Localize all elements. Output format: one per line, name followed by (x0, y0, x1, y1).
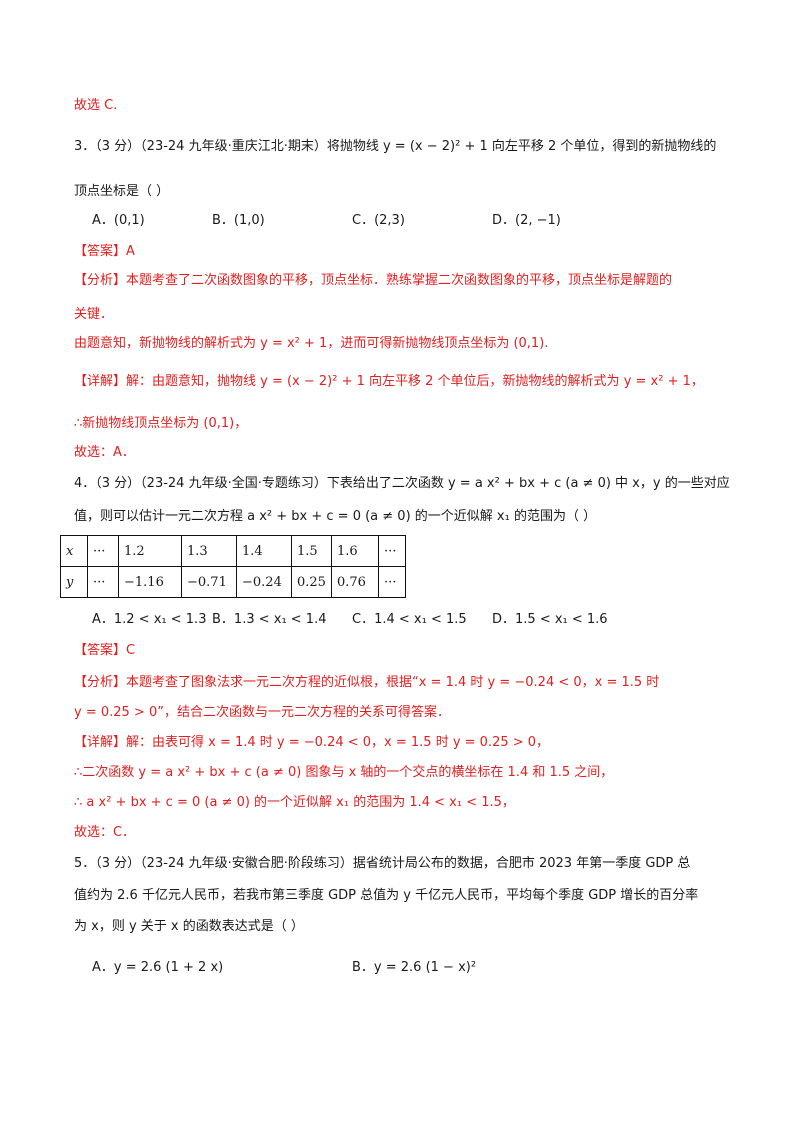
q4-detail-line2: ∴二次函数 y = a x² + bx + c (a ≠ 0) 图象与 x 轴的… (74, 765, 614, 780)
q5-option-b: B．y = 2.6 (1 − x)² (352, 960, 477, 975)
table-cell: 1.3 (181, 535, 237, 567)
q4-option-c: C．1.4 < x₁ < 1.5 (352, 612, 467, 627)
table-cell: −0.71 (181, 566, 237, 598)
table-cell: 1.6 (330, 535, 379, 567)
table-cell: 1.2 (118, 535, 182, 567)
q5-stem-line2: 值约为 2.6 千亿元人民币，若我市第三季度 GDP 总值为 y 千亿元人民币，… (74, 888, 699, 903)
q2-choice: 故选 C. (74, 98, 118, 113)
q3-stem-line2: 顶点坐标是（ ） (74, 184, 170, 199)
table-cell: ··· (377, 566, 406, 598)
q4-option-b: B．1.3 < x₁ < 1.4 (212, 612, 327, 627)
q3-choice: 故选：A． (74, 445, 135, 460)
table-row-x: x ··· 1.2 1.3 1.4 1.5 1.6 ··· (60, 535, 406, 567)
q3-analysis-line1: 【分析】本题考查了二次函数图象的平移，顶点坐标．熟练掌握二次函数图象的平移，顶点… (74, 273, 673, 288)
table-row-y: y ··· −1.16 −0.71 −0.24 0.25 0.76 ··· (60, 566, 406, 598)
q3-option-a: A．(0,1) (92, 213, 145, 228)
q5-stem-line3: 为 x，则 y 关于 x 的函数表达式是（ ） (74, 919, 304, 934)
table-cell: ··· (87, 566, 119, 598)
table-cell: x (60, 535, 88, 567)
table-cell: 1.5 (291, 535, 332, 567)
table-cell: 0.76 (330, 566, 379, 598)
q4-stem-line2: 值，则可以估计一元二次方程 a x² + bx + c = 0 (a ≠ 0) … (74, 509, 597, 524)
table-cell: −1.16 (118, 566, 182, 598)
q4-detail-line1: 【详解】解：由表可得 x = 1.4 时 y = −0.24 < 0，x = 1… (74, 735, 550, 750)
table-cell: ··· (87, 535, 119, 567)
q3-analysis-line2: 关键． (74, 307, 114, 322)
q4-answer: 【答案】C (74, 643, 136, 658)
q4-stem-line1: 4．（3 分）（23-24 九年级·全国·专题练习）下表给出了二次函数 y = … (74, 476, 730, 491)
q5-stem-line1: 5．（3 分）（23-24 九年级·安徽合肥·阶段练习）据省统计局公布的数据，合… (74, 856, 691, 871)
q3-detail-line2: ∴新抛物线顶点坐标为 (0,1)， (74, 416, 248, 431)
q3-stem-line1: 3．（3 分）（23-24 九年级·重庆江北·期末）将抛物线 y = (x − … (74, 139, 717, 154)
q3-answer: 【答案】A (74, 244, 135, 259)
q3-option-b: B．(1,0) (212, 213, 265, 228)
q3-detail-line1: 【详解】解：由题意知，抛物线 y = (x − 2)² + 1 向左平移 2 个… (74, 374, 704, 389)
table-cell: y (60, 566, 88, 598)
table-cell: −0.24 (236, 566, 292, 598)
table-cell: ··· (377, 535, 406, 567)
q3-analysis-line3: 由题意知，新抛物线的解析式为 y = x² + 1，进而可得新抛物线顶点坐标为 … (74, 336, 549, 351)
q4-option-d: D．1.5 < x₁ < 1.6 (492, 612, 608, 627)
q4-option-a: A．1.2 < x₁ < 1.3 (92, 612, 207, 627)
table-cell: 0.25 (291, 566, 332, 598)
q4-detail-line3: ∴ a x² + bx + c = 0 (a ≠ 0) 的一个近似解 x₁ 的范… (74, 795, 515, 810)
table-cell: 1.4 (236, 535, 292, 567)
q5-option-a: A．y = 2.6 (1 + 2 x) (92, 960, 224, 975)
q3-option-c: C．(2,3) (352, 213, 405, 228)
value-table: x ··· 1.2 1.3 1.4 1.5 1.6 ··· y ··· −1.1… (60, 535, 406, 598)
q3-option-d: D．(2, −1) (492, 213, 561, 228)
q4-choice: 故选：C． (74, 825, 136, 840)
q4-analysis-line2: y = 0.25 > 0”，结合二次函数与一元二次方程的关系可得答案． (74, 705, 450, 720)
q4-analysis-line1: 【分析】本题考查了图象法求一元二次方程的近似根，根据“x = 1.4 时 y =… (74, 675, 660, 690)
